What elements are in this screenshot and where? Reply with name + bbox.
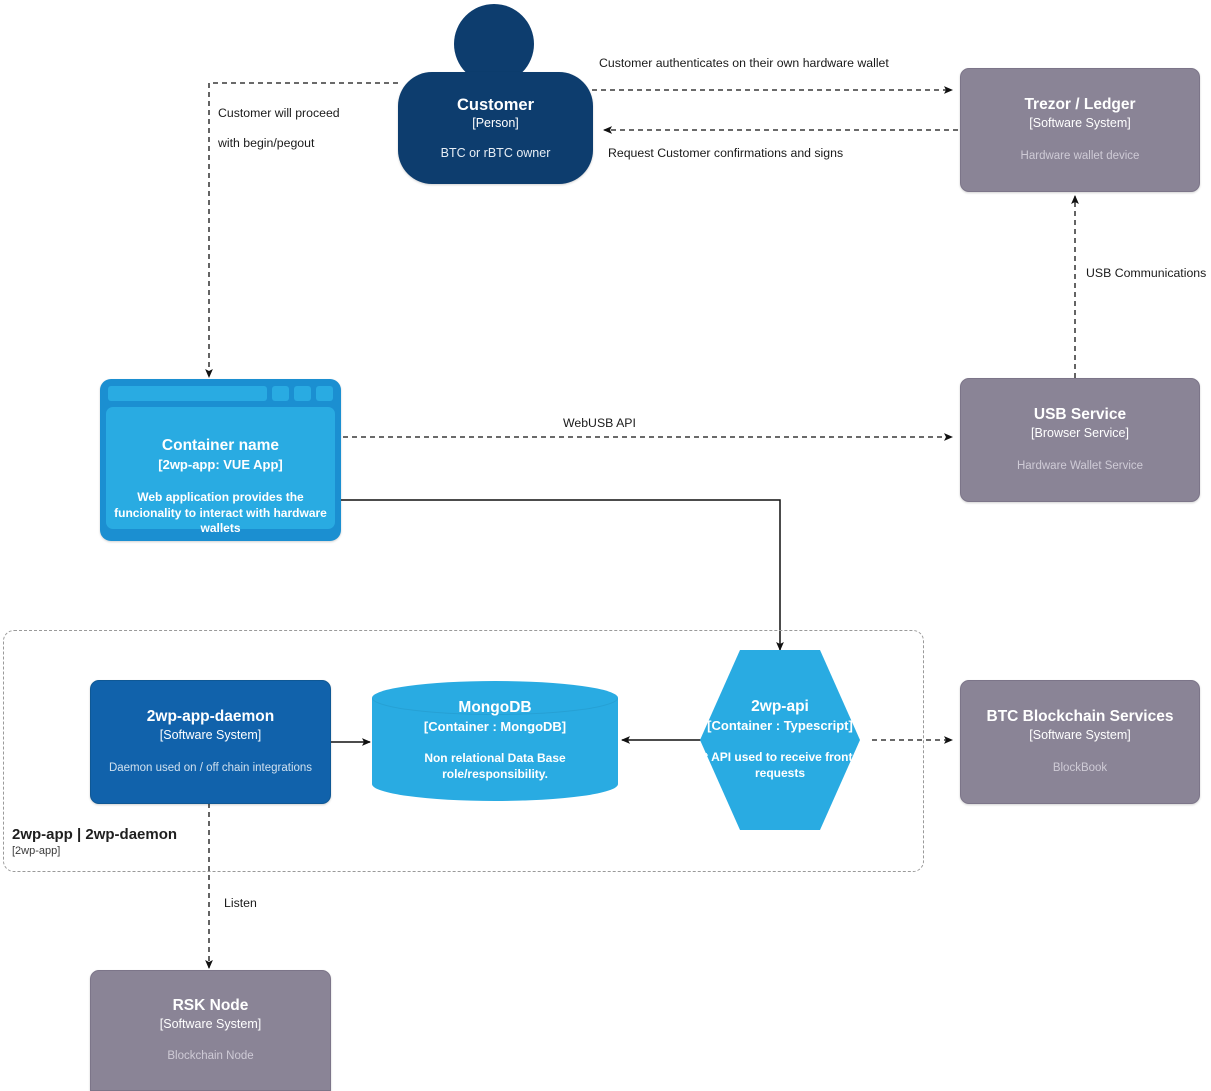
node-title: 2wp-api [751,697,809,715]
node-type: [Software System] [159,1016,262,1031]
browser-content: Container name [2wp-app: VUE App] Web ap… [106,407,335,535]
node-type: [Person] [472,115,519,130]
cylinder-top [372,681,618,715]
node-type: [Browser Service] [1031,426,1129,441]
node-mongodb[interactable]: MongoDB [Container : MongoDB] Non relati… [372,681,618,801]
edge-label-customer-will-proceed: Customer will proceed [218,106,340,120]
edge-customer-to-web-container [205,82,398,378]
person-head-icon [454,4,534,84]
browser-maximize-button[interactable] [294,386,311,401]
hexagon-shape [700,650,860,830]
node-web-container[interactable]: Container name [2wp-app: VUE App] Web ap… [100,379,341,541]
node-title: MongoDB [458,699,532,717]
node-title: Customer [456,95,534,114]
node-btc-blockchain-services[interactable]: BTC Blockchain Services [Software System… [960,680,1200,804]
node-description: Daemon used on / off chain integrations [108,761,313,774]
node-2wp-app-daemon[interactable]: 2wp-app-daemon [Software System] Daemon … [90,680,331,804]
node-type: [Software System] [1029,728,1131,743]
browser-close-button[interactable] [316,386,333,401]
node-type: [Container : MongoDB] [423,719,567,735]
edge-label-customer-authenticates: Customer authenticates on their own hard… [599,56,889,70]
browser-titlebar [106,385,335,402]
boundary-title: 2wp-app | 2wp-daemon [12,826,178,843]
edge-web-container-to-api [341,499,784,651]
node-description: BlockBook [1052,761,1108,774]
node-trezor-ledger[interactable]: Trezor / Ledger [Software System] Hardwa… [960,68,1200,192]
node-title: Container name [161,437,280,454]
browser-minimize-button[interactable] [272,386,289,401]
node-description: Blockchain Node [167,1050,254,1063]
node-type: [Software System] [1029,116,1131,131]
boundary-2wp-app-2wp-daemon [3,630,924,872]
node-description: Hardware wallet device [1020,149,1140,162]
node-description: Web application provides the funcionalit… [114,490,327,536]
node-description: Rest API used to receive front-end reque… [682,750,878,781]
node-description: BTC or rBTC owner [440,146,551,161]
edge-label-with-begin-pegout: with begin/pegout [218,136,315,150]
boundary-subtitle: [2wp-app] [12,845,61,857]
node-rsk-node[interactable]: RSK Node [Software System] Blockchain No… [90,970,331,1091]
node-title: BTC Blockchain Services [986,708,1174,726]
edge-label-listen: Listen [224,896,257,910]
node-label-group: 2wp-api [Container : Typescript] Rest AP… [682,650,878,830]
edge-label-webusb-api: WebUSB API [563,416,636,430]
node-type: [Software System] [159,728,262,743]
node-usb-service[interactable]: USB Service [Browser Service] Hardware W… [960,378,1200,502]
node-type: [2wp-app: VUE App] [158,456,283,472]
node-title: USB Service [1033,406,1127,424]
node-title: 2wp-app-daemon [146,708,275,726]
node-2wp-api[interactable]: 2wp-api [Container : Typescript] Rest AP… [682,650,878,830]
browser-urlbar[interactable] [108,386,267,401]
edge-label-request-confirmations: Request Customer confirmations and signs [608,146,844,160]
node-description: Hardware Wallet Service [1016,459,1144,472]
node-title: Trezor / Ledger [1024,96,1136,114]
node-title: RSK Node [172,996,249,1014]
boundary-label: 2wp-app | 2wp-daemon [2wp-app] [12,826,177,857]
edge-label-usb-communications: USB Communications [1086,266,1207,280]
node-description: Non relational Data Base role/responsibi… [424,751,566,782]
person-body: Customer [Person] BTC or rBTC owner [398,72,593,184]
node-type: [Container : Typescript] [707,717,853,733]
node-label-group: MongoDB [Container : MongoDB] Non relati… [372,681,618,801]
node-customer[interactable]: Customer [Person] BTC or rBTC owner [398,4,593,184]
